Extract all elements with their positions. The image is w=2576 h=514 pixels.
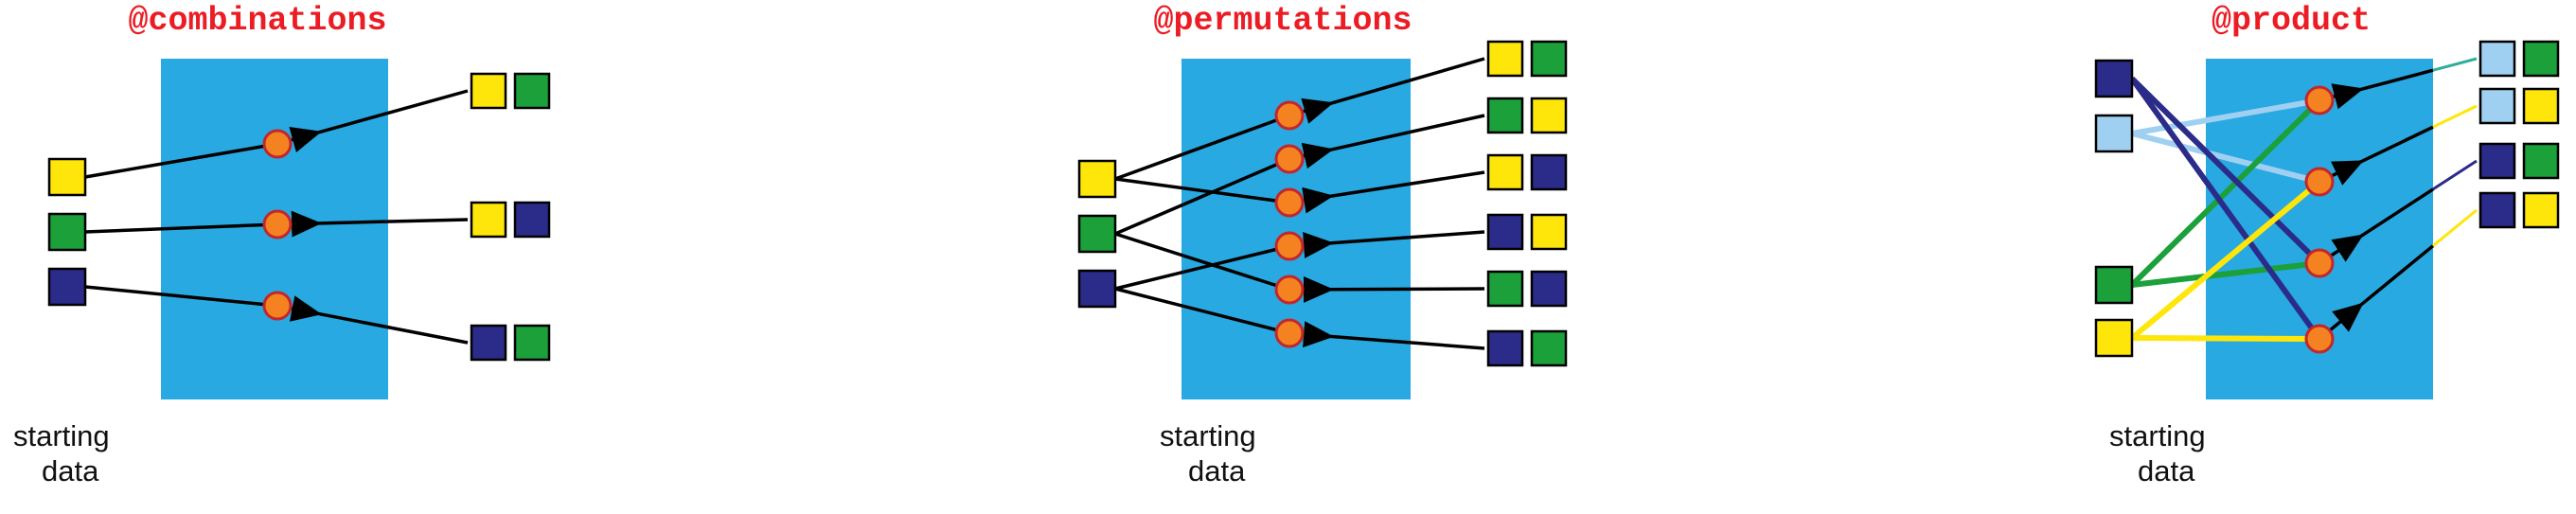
combine-node xyxy=(2304,167,2335,197)
input-square-navy xyxy=(1077,269,1117,309)
output-square-green xyxy=(1486,270,1524,308)
input-square-green xyxy=(47,212,87,252)
input-square-navy xyxy=(47,267,87,307)
arrow-line xyxy=(2318,187,2434,265)
input-line xyxy=(1114,157,1290,236)
input-line xyxy=(1114,232,1290,292)
output-square-lightblue xyxy=(2478,40,2516,78)
yellow-tail-line xyxy=(2432,104,2478,129)
input-square-navy xyxy=(2094,59,2134,98)
combinations-title: @combinations xyxy=(128,2,387,40)
teal-tail-line xyxy=(2432,57,2478,72)
caption-line1: starting xyxy=(1160,419,1256,452)
combine-node xyxy=(1274,144,1305,174)
combine-node xyxy=(2304,324,2335,354)
output-square-lightblue xyxy=(2478,87,2516,125)
output-square-navy xyxy=(1530,270,1568,308)
input-line xyxy=(84,142,278,179)
arrow-line xyxy=(1288,57,1485,124)
yellow-link-line xyxy=(2131,335,2320,342)
input-line xyxy=(1114,177,1290,204)
arrow-line xyxy=(1288,114,1485,169)
permutations-art xyxy=(1077,40,1568,399)
output-square-green xyxy=(2522,142,2560,180)
input-line xyxy=(1114,114,1290,181)
output-square-yellow xyxy=(1530,213,1568,251)
yellow-tail-line xyxy=(2432,208,2478,247)
green-link-line xyxy=(2131,260,2320,288)
product-diagram: @product starting data xyxy=(1717,0,2576,514)
caption-line2: data xyxy=(42,454,99,487)
input-square-yellow xyxy=(1077,159,1117,199)
input-square-lightblue xyxy=(2094,114,2134,153)
arrow-line xyxy=(2318,244,2435,341)
combine-node xyxy=(2304,85,2335,115)
lightblue-link-line xyxy=(2131,97,2320,136)
output-square-green xyxy=(513,72,551,110)
input-square-green xyxy=(1077,214,1117,254)
input-line xyxy=(1114,287,1290,335)
combine-node xyxy=(1274,275,1305,305)
lightblue-link-line xyxy=(2131,131,2320,185)
output-square-green xyxy=(1486,97,1524,134)
output-square-green xyxy=(513,324,551,362)
output-square-green xyxy=(1530,329,1568,367)
combine-node xyxy=(1274,318,1305,348)
arrow-line xyxy=(276,295,469,345)
output-square-navy xyxy=(1530,153,1568,191)
permutations-title: @permutations xyxy=(1153,2,1412,40)
navy-tail-line xyxy=(2432,159,2478,191)
arrow-line xyxy=(276,89,469,152)
output-square-yellow xyxy=(2522,191,2560,229)
input-line xyxy=(84,285,278,308)
combine-node xyxy=(262,129,293,159)
starting-data-caption: starting data xyxy=(2109,418,2206,488)
output-square-yellow xyxy=(1486,153,1524,191)
input-square-yellow xyxy=(2094,318,2134,358)
output-square-green xyxy=(2522,40,2560,78)
output-square-navy xyxy=(2478,191,2516,229)
output-square-navy xyxy=(470,324,507,362)
combine-node xyxy=(262,209,293,239)
input-line xyxy=(84,222,278,234)
output-square-yellow xyxy=(1530,97,1568,134)
input-square-yellow xyxy=(47,157,87,197)
combine-node xyxy=(1274,187,1305,218)
caption-line2: data xyxy=(1188,454,1246,487)
combinations-art xyxy=(47,59,551,399)
caption-line1: starting xyxy=(2109,419,2206,452)
product-title: @product xyxy=(2211,2,2372,40)
combine-node xyxy=(262,291,293,321)
arrow-line xyxy=(1288,170,1485,214)
product-art xyxy=(2094,40,2560,399)
input-square-green xyxy=(2094,265,2134,305)
output-square-navy xyxy=(2478,142,2516,180)
navy-link-line xyxy=(2129,76,2322,266)
combinations-diagram: @combinations starting data xyxy=(0,0,859,514)
input-line xyxy=(1114,244,1290,291)
output-square-navy xyxy=(513,201,551,239)
combine-node xyxy=(1274,100,1305,131)
permutations-diagram: @permutations starting data xyxy=(859,0,1717,514)
arrow-line xyxy=(2318,68,2434,110)
output-square-yellow xyxy=(470,201,507,239)
green-link-line xyxy=(2129,97,2322,288)
combine-node xyxy=(1274,231,1305,261)
output-square-yellow xyxy=(470,72,507,110)
yellow-link-line xyxy=(2130,179,2321,341)
caption-line1: starting xyxy=(13,419,110,452)
arrow-line xyxy=(2318,125,2434,186)
output-square-green xyxy=(1530,40,1568,78)
starting-data-caption: starting data xyxy=(13,418,110,488)
navy-link-line xyxy=(2129,77,2322,341)
starting-data-caption: starting data xyxy=(1160,418,1256,488)
output-square-yellow xyxy=(2522,87,2560,125)
combine-node xyxy=(2304,248,2335,278)
output-square-navy xyxy=(1486,213,1524,251)
arrow-line xyxy=(1288,275,1485,303)
output-square-navy xyxy=(1486,329,1524,367)
output-square-yellow xyxy=(1486,40,1524,78)
caption-line2: data xyxy=(2138,454,2195,487)
